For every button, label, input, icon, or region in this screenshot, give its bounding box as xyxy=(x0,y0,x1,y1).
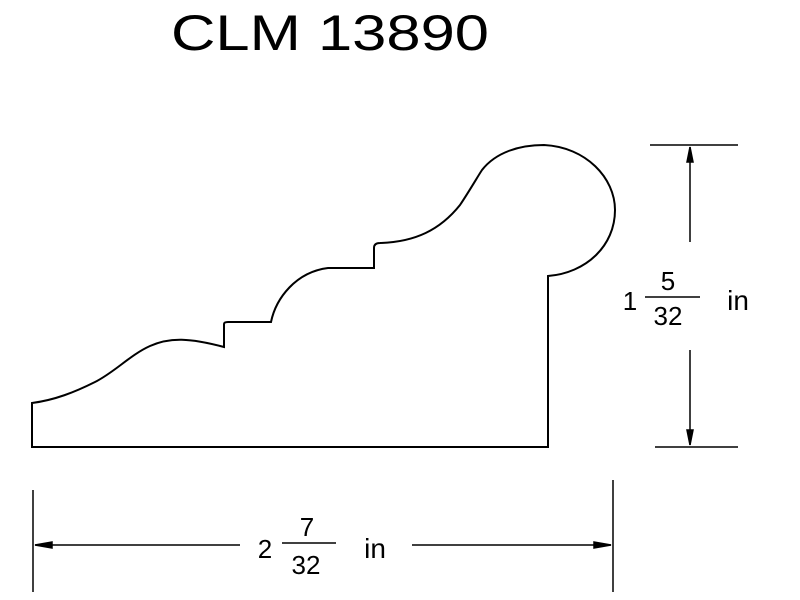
height-unit: in xyxy=(727,285,749,316)
height-dimension xyxy=(650,144,738,448)
width-dimension xyxy=(32,480,614,592)
arrow-up-icon xyxy=(686,146,694,163)
arrow-right-icon xyxy=(593,541,612,549)
height-numerator: 5 xyxy=(661,266,675,296)
arrow-down-icon xyxy=(686,429,694,446)
width-denominator: 32 xyxy=(292,550,321,580)
drawing-title: CLM 13890 xyxy=(171,5,489,61)
arrow-left-icon xyxy=(34,541,53,549)
molding-profile xyxy=(31,143,617,448)
width-whole: 2 xyxy=(258,534,272,564)
width-unit: in xyxy=(364,533,386,564)
height-denominator: 32 xyxy=(654,301,683,331)
height-whole: 1 xyxy=(623,286,637,316)
width-numerator: 7 xyxy=(300,512,314,542)
